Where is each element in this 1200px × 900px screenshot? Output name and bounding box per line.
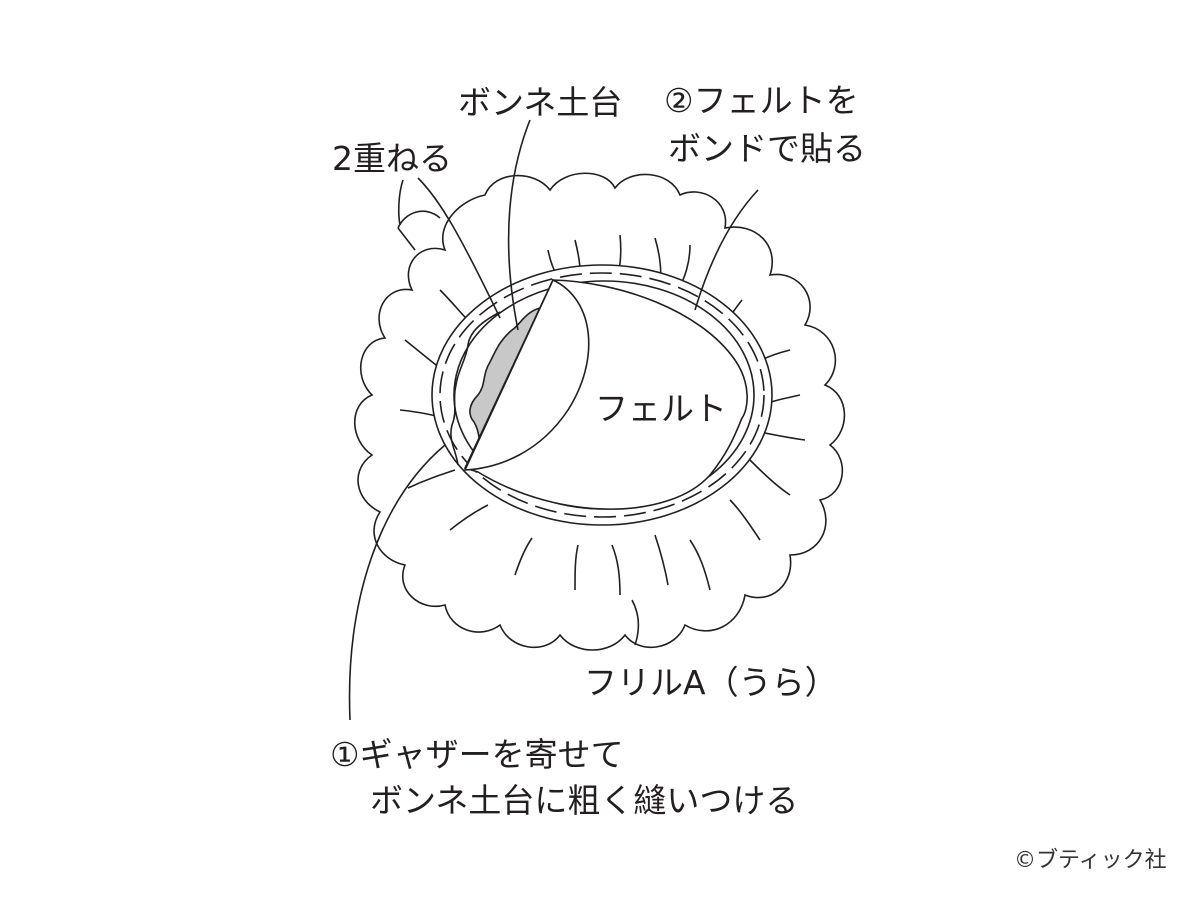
- copyright-notice: ©ブティック社: [1014, 848, 1167, 873]
- gathered-wavy-edge: [450, 311, 501, 466]
- leader-step2-felt: [694, 189, 759, 311]
- label-step1-line2: ボンネ土台に粗く縫いつける: [370, 781, 799, 820]
- bonne-base-shaded: [469, 306, 542, 450]
- leader-lines: [348, 119, 759, 721]
- double-layer-edge: [397, 210, 441, 229]
- leader-bonne-base: [507, 119, 531, 331]
- leader-double-layer-2: [417, 177, 501, 319]
- label-felt: フェルト: [595, 389, 727, 428]
- label-step2-line2: ボンドで貼る: [668, 129, 866, 168]
- stitch-dashed-line: [439, 272, 765, 518]
- felt-folded-flap: [463, 278, 590, 471]
- label-double-layer: 2重ねる: [332, 139, 452, 178]
- label-frill-a: フリルA（うら）: [584, 663, 838, 702]
- leader-frill-a: [631, 599, 640, 646]
- label-step2-line1: ②フェルトを: [664, 81, 859, 120]
- leader-double-layer: [397, 179, 404, 226]
- label-bonne-base: ボンネ土台: [458, 83, 623, 122]
- leader-step1: [348, 444, 446, 721]
- double-layer-edge-2: [397, 227, 416, 251]
- label-step1-line1: ①ギャザーを寄せて: [330, 735, 624, 774]
